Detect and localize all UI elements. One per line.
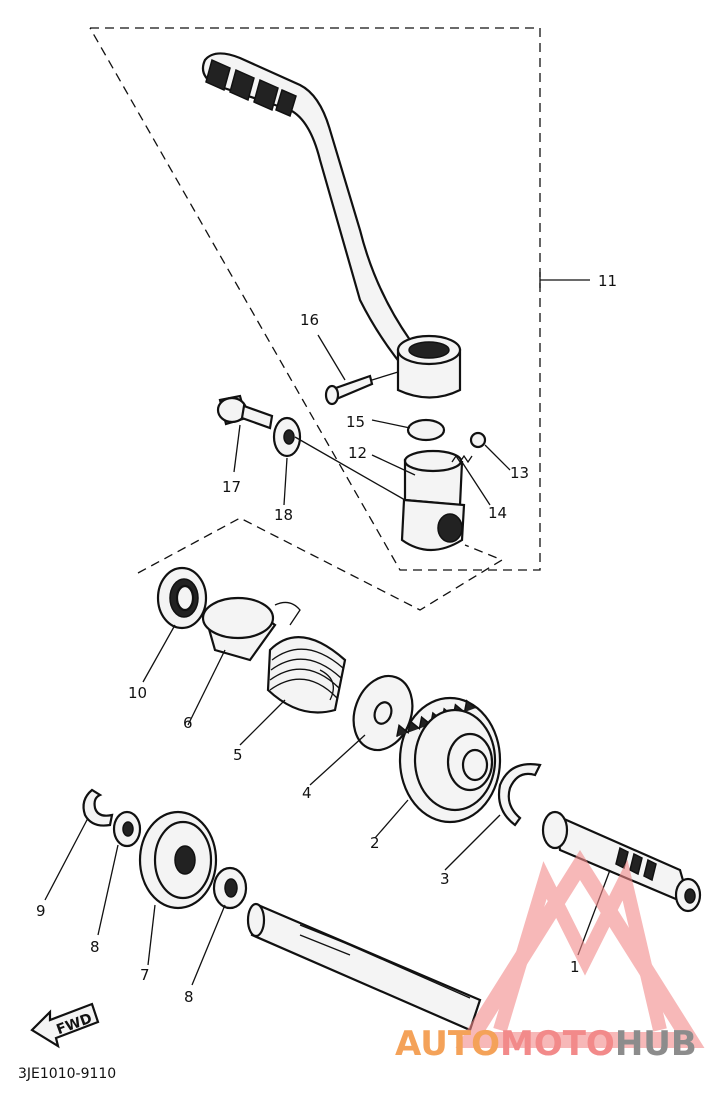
watermark-text: AUTOMOTOHUB	[395, 1024, 697, 1064]
part-5-torsion-spring	[266, 601, 347, 714]
callout-3: 3	[440, 870, 450, 888]
part-17-bolt	[216, 394, 274, 430]
part-2-kick-gear	[396, 696, 502, 824]
part-12-kick-boss	[400, 449, 466, 551]
leader-lines	[44, 334, 611, 986]
kick-crank-lever	[201, 52, 462, 399]
callout-17: 17	[222, 478, 241, 496]
part-1-kick-axle	[541, 810, 702, 913]
part-14-spring	[451, 454, 473, 464]
part-16-bolt	[324, 371, 399, 406]
callout-16: 16	[300, 311, 319, 329]
callout-1: 1	[570, 958, 580, 976]
callout-14: 14	[488, 504, 507, 522]
callout-labels: 1 2 3 4 5 6 7 8 8 9 10 11 12 13 14 15 16…	[36, 272, 617, 1006]
part-3-circlip	[497, 763, 542, 827]
part-8-washer-a	[112, 810, 142, 848]
callout-9: 9	[36, 902, 46, 920]
callout-7: 7	[140, 966, 150, 984]
assembly-11-outline	[89, 27, 590, 571]
part-10-oil-seal	[156, 566, 208, 630]
callout-15: 15	[346, 413, 365, 431]
fwd-arrow: FWD	[30, 1002, 100, 1049]
callout-12: 12	[348, 444, 367, 462]
part-15-oring	[406, 418, 446, 442]
part-13-ball	[469, 431, 487, 449]
callout-13: 13	[510, 464, 529, 482]
part-18-washer	[272, 416, 406, 501]
callout-18: 18	[274, 506, 293, 524]
part-7-idler-gear	[138, 810, 218, 910]
drawing-code: 3JE1010-9110	[18, 1066, 116, 1082]
part-6-collar	[201, 596, 277, 662]
callout-6: 6	[183, 714, 193, 732]
callout-8b: 8	[184, 988, 194, 1006]
callout-10: 10	[128, 684, 147, 702]
watermark-m-shape	[493, 859, 667, 1033]
callout-4: 4	[302, 784, 312, 802]
watermark-logo	[455, 849, 705, 1048]
callout-8a: 8	[90, 938, 100, 956]
callout-11: 11	[598, 272, 617, 290]
part-9-circlip	[82, 788, 114, 827]
subassembly-outline	[137, 517, 504, 611]
callout-5: 5	[233, 746, 243, 764]
callout-2: 2	[370, 834, 380, 852]
part-8-washer-b	[212, 866, 248, 910]
transmission-shaft	[246, 902, 482, 1032]
